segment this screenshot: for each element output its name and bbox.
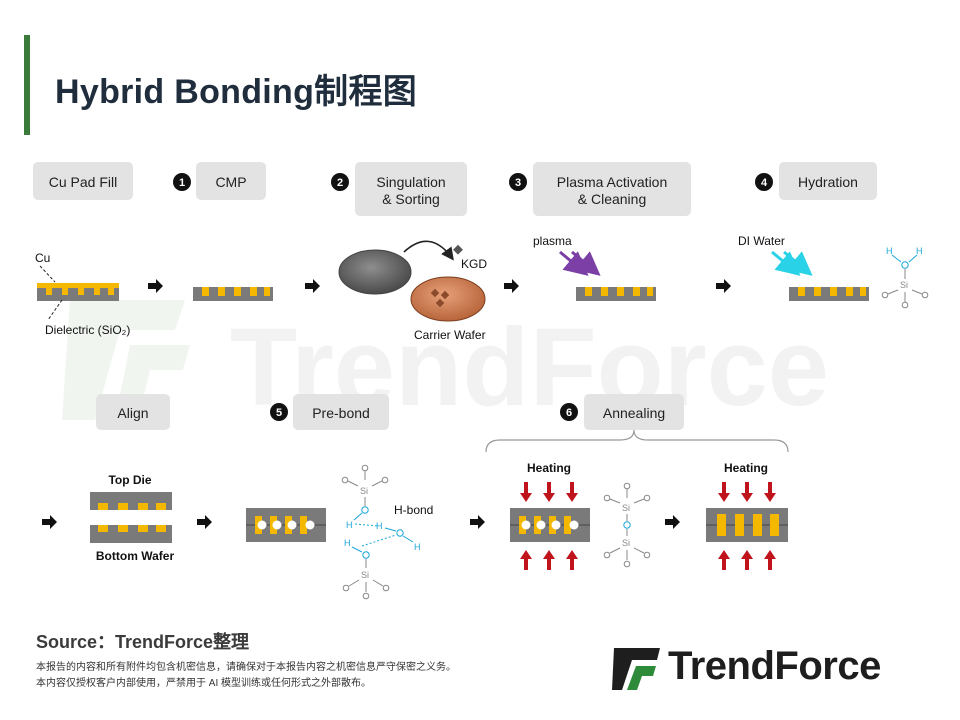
svg-text:3: 3 <box>515 177 521 189</box>
hydration-wafer <box>789 287 869 301</box>
step-cmp: 1 CMP <box>173 162 266 200</box>
transfer-arrow <box>403 240 454 261</box>
svg-text:Pre-bond: Pre-bond <box>312 405 370 421</box>
svg-text:Si: Si <box>622 503 630 513</box>
svg-text:CMP: CMP <box>215 174 246 190</box>
svg-text:Si: Si <box>622 538 630 548</box>
label-cu: Cu <box>35 251 50 265</box>
flow-arrow <box>470 515 485 529</box>
page-title: Hybrid Bonding制程图 <box>55 73 418 111</box>
svg-text:1: 1 <box>179 177 185 189</box>
silanol-molecule: H H Si <box>881 246 929 309</box>
step-align: Align <box>96 394 170 430</box>
water-arrow <box>783 250 813 276</box>
svg-text:Si: Si <box>361 570 369 580</box>
svg-text:Singulation: Singulation <box>376 174 445 190</box>
kgd-die-icon <box>453 244 463 255</box>
flow-arrow <box>305 279 320 293</box>
trendforce-logo-icon <box>612 648 660 690</box>
flow-arrow <box>42 515 57 529</box>
svg-text:Cu Pad Fill: Cu Pad Fill <box>49 174 117 190</box>
svg-text:H: H <box>414 542 421 552</box>
svg-text:2: 2 <box>337 177 343 189</box>
plasma-wafer <box>576 287 656 301</box>
flow-arrow <box>716 279 731 293</box>
svg-text:4: 4 <box>761 177 768 189</box>
heat-arrows-bottom-2 <box>718 550 776 570</box>
svg-text:5: 5 <box>276 407 282 419</box>
svg-text:Align: Align <box>117 405 148 421</box>
svg-text:H: H <box>916 246 923 256</box>
title-accent-bar <box>24 35 30 135</box>
label-heating-1: Heating <box>527 461 571 475</box>
svg-text:& Cleaning: & Cleaning <box>578 191 647 207</box>
label-top-die: Top Die <box>108 473 151 487</box>
svg-text:H: H <box>886 246 893 256</box>
svg-text:Si: Si <box>360 486 368 496</box>
svg-text:H: H <box>346 520 353 530</box>
annealing-stack-2 <box>706 508 788 542</box>
cu-pad-fill-wafer <box>37 283 119 301</box>
svg-text:Plasma Activation: Plasma Activation <box>557 174 668 190</box>
step-hydration: 4 Hydration <box>755 162 877 200</box>
heat-arrows-bottom-1 <box>520 550 578 570</box>
label-heating-2: Heating <box>724 461 768 475</box>
flow-arrow <box>197 515 212 529</box>
label-plasma: plasma <box>533 234 572 248</box>
svg-text:H: H <box>376 521 383 531</box>
flow-arrow <box>665 515 680 529</box>
step-cu-pad-fill: Cu Pad Fill <box>33 162 133 200</box>
prebond-stack <box>246 508 326 542</box>
heat-arrows-top-2 <box>718 482 776 502</box>
step-annealing: 6 Annealing <box>560 394 684 430</box>
svg-text:6: 6 <box>566 407 572 419</box>
step-prebond: 5 Pre-bond <box>270 394 389 430</box>
source-wafer <box>338 249 412 295</box>
heat-arrows-top-1 <box>520 482 578 502</box>
trendforce-logo-text: TrendForce <box>668 644 881 688</box>
svg-text:Hydration: Hydration <box>798 174 858 190</box>
label-bottom-wafer: Bottom Wafer <box>96 549 175 563</box>
h-bond-molecules: Si H H H H Si <box>341 464 421 600</box>
svg-text:Annealing: Annealing <box>603 405 665 421</box>
label-di-water: DI Water <box>738 234 785 248</box>
label-carrier-wafer: Carrier Wafer <box>414 328 486 342</box>
bottom-wafer <box>90 515 172 543</box>
label-h-bond: H-bond <box>394 503 433 517</box>
confidential-note-1: 本报告的内容和所有附件均包含机密信息，请确保对于本报告内容之机密信息严守保密之义… <box>36 662 456 673</box>
label-kgd: KGD <box>461 257 487 271</box>
source-line: Source：TrendForce整理 <box>36 632 250 652</box>
flow-arrow <box>148 279 163 293</box>
svg-text:& Sorting: & Sorting <box>382 191 440 207</box>
step-singulation: 2 Singulation & Sorting <box>331 162 467 216</box>
annealing-stack-1 <box>510 508 590 542</box>
cmp-wafer <box>193 287 273 301</box>
siloxane-molecule: Si Si <box>603 482 651 568</box>
label-dielectric: Dielectric (SiO₂) <box>45 323 130 337</box>
confidential-note-2: 本内容仅授权客户内部使用，严禁用于 AI 模型训练或任何形式之外部散布。 <box>36 678 372 689</box>
plasma-arrow <box>559 250 589 276</box>
svg-text:H: H <box>344 538 351 548</box>
annealing-bracket <box>485 429 789 453</box>
plasma-arrow <box>571 250 601 276</box>
flow-arrow <box>504 279 519 293</box>
step-plasma: 3 Plasma Activation & Cleaning <box>509 162 691 216</box>
svg-text:Si: Si <box>900 280 908 290</box>
water-arrow <box>771 250 801 276</box>
carrier-wafer <box>410 276 486 322</box>
